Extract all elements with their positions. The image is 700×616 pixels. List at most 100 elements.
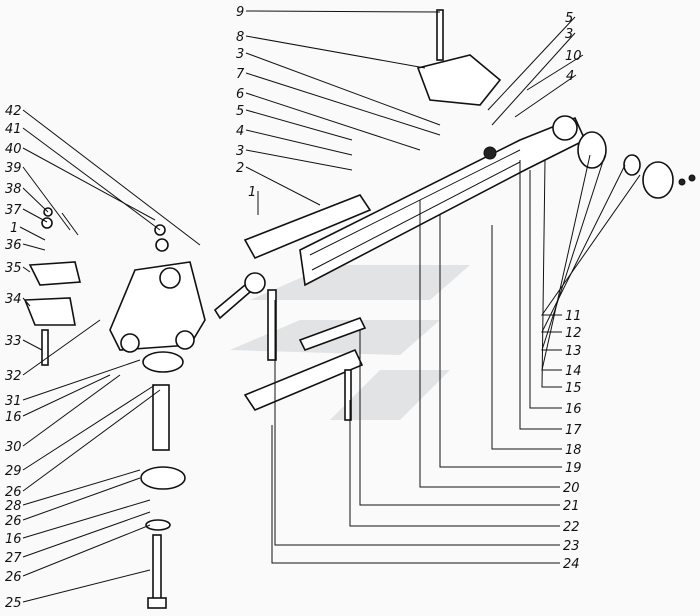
leader-line — [245, 166, 321, 206]
callout-label: 18 — [565, 443, 582, 458]
callout-label: 5 — [236, 104, 244, 119]
right-hub — [577, 131, 696, 199]
leader-line — [22, 147, 156, 221]
callout-label: 26 — [5, 485, 22, 500]
leader-line — [22, 374, 121, 447]
leader-line — [22, 187, 49, 213]
callout-label: 22 — [563, 520, 580, 535]
leader-line — [526, 54, 584, 91]
callout-label: 38 — [5, 182, 22, 197]
leader-line — [22, 511, 151, 558]
callout-label: 8 — [236, 30, 244, 45]
callout-label: 16 — [5, 532, 22, 547]
callout-label: 3 — [236, 144, 244, 159]
callout-label: 2 — [236, 161, 244, 176]
leader-line — [541, 159, 562, 388]
leader-line — [22, 243, 46, 251]
leader-lines — [19, 10, 641, 603]
callout-label: 41 — [5, 122, 22, 137]
callout-label: 33 — [5, 334, 22, 349]
leader-line — [439, 215, 562, 468]
leader-line — [519, 160, 562, 430]
callout-label: 29 — [5, 464, 22, 479]
leader-line — [541, 164, 626, 333]
callout-label: 36 — [5, 238, 22, 253]
leader-line — [22, 297, 31, 307]
callout-label: 1 — [248, 185, 256, 200]
callout-label: 23 — [563, 539, 580, 554]
callout-label: 28 — [5, 499, 22, 514]
leader-line — [22, 339, 43, 351]
leader-line — [245, 149, 353, 171]
leader-line — [245, 35, 426, 69]
callout-label: 40 — [5, 142, 22, 157]
leader-line — [22, 469, 141, 506]
callout-label: 11 — [565, 309, 582, 324]
callout-label: 30 — [5, 440, 22, 455]
leader-line — [22, 319, 101, 376]
leader-line — [22, 266, 31, 273]
leader-line — [22, 127, 161, 231]
leader-line — [22, 499, 151, 539]
leader-line — [245, 10, 441, 13]
upper-link-beam — [299, 115, 587, 287]
callout-label: 24 — [563, 557, 580, 572]
callout-label: 4 — [566, 69, 574, 84]
lift-arm — [243, 194, 372, 260]
callout-label: 21 — [563, 499, 580, 514]
spindle-stack — [140, 351, 186, 609]
leader-line — [487, 16, 576, 111]
leader-line — [22, 359, 141, 401]
callout-label: 16 — [5, 410, 22, 425]
callout-label: 32 — [5, 369, 22, 384]
leader-line — [22, 208, 48, 223]
leader-line — [541, 174, 641, 316]
callout-label: 20 — [563, 481, 580, 496]
leader-line — [22, 166, 71, 231]
leader-line — [22, 384, 156, 471]
callout-label: 27 — [5, 551, 22, 566]
callout-label: 10 — [565, 49, 582, 64]
leader-line — [419, 200, 560, 488]
leader-line — [22, 477, 141, 521]
leader-line — [271, 425, 560, 564]
callout-label: 31 — [5, 394, 22, 409]
callout-label: 12 — [565, 326, 582, 341]
callout-label: 1 — [10, 221, 18, 236]
leader-line — [245, 72, 441, 136]
callout-label: 42 — [5, 104, 22, 119]
callout-label: 39 — [5, 161, 22, 176]
leader-line — [22, 569, 151, 603]
callout-label: 14 — [565, 364, 582, 379]
callout-label: 37 — [5, 203, 22, 218]
leader-line — [529, 170, 562, 409]
leader-line — [349, 400, 560, 527]
callout-label: 35 — [5, 261, 22, 276]
leader-line — [19, 226, 46, 241]
leader-line — [245, 109, 353, 141]
callout-label: 13 — [565, 344, 582, 359]
callout-label: 4 — [236, 124, 244, 139]
leader-line — [359, 330, 560, 506]
callout-label: 16 — [565, 402, 582, 417]
leader-line — [245, 92, 421, 151]
callout-label: 9 — [236, 5, 244, 20]
callout-label: 5 — [565, 11, 573, 26]
callout-label: 26 — [5, 514, 22, 529]
leader-line — [514, 74, 577, 118]
callout-label: 6 — [236, 87, 244, 102]
callout-label: 17 — [565, 423, 582, 438]
leader-line — [22, 524, 151, 577]
callout-label: 26 — [5, 570, 22, 585]
support-bracket — [109, 261, 266, 353]
leader-line — [22, 389, 161, 492]
leader-line — [245, 52, 441, 126]
callout-labels: 9837654321531044241403938371363534333231… — [5, 5, 582, 611]
leader-line — [491, 32, 576, 126]
callout-label: 19 — [565, 461, 582, 476]
callout-label: 34 — [5, 292, 22, 307]
callout-label: 3 — [565, 27, 573, 42]
leader-line — [22, 374, 111, 417]
